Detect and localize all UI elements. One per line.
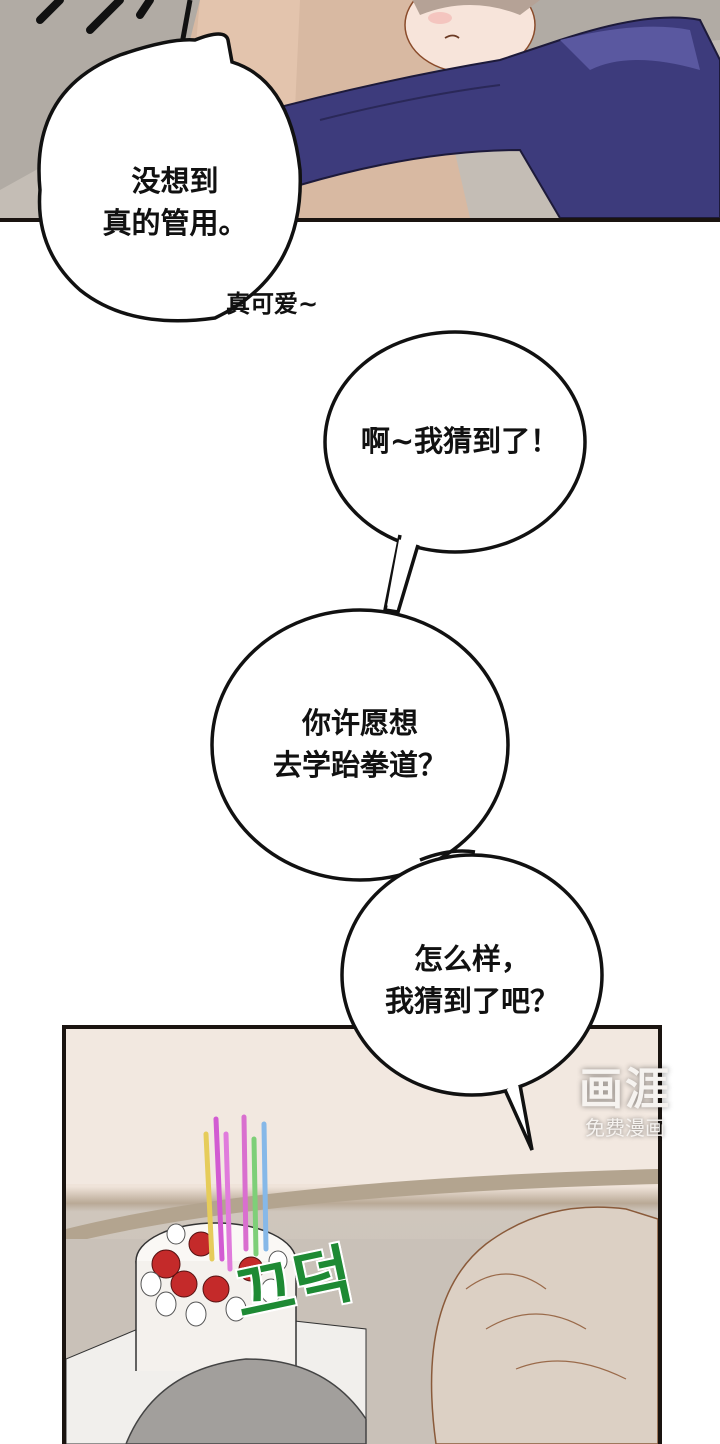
bubble-4-shape [340,853,604,1151]
bubble-2-shape [323,330,587,614]
watermark-logo: 画涯 [579,1064,671,1115]
bubble-4-text: 怎么样， 我猜到了吧？ [384,942,559,1018]
bubble-3-shape [210,608,510,882]
watermark: 画涯 免费漫画 [560,1065,690,1141]
bubble-3-text: 你许愿想 去学跆拳道？ [272,706,447,782]
aside-sfx-text: 真可爱~ [226,290,319,318]
bottom-panel-art [66,1029,658,1444]
bottom-panel: 끄덕 [62,1025,662,1444]
watermark-subtitle: 免费漫画 [585,1116,665,1140]
bubble-1-text: 没想到 真的管用。 [102,164,248,240]
bubble-2-text: 啊~我猜到了！ [360,424,560,458]
bubble-1-shape [37,32,302,323]
